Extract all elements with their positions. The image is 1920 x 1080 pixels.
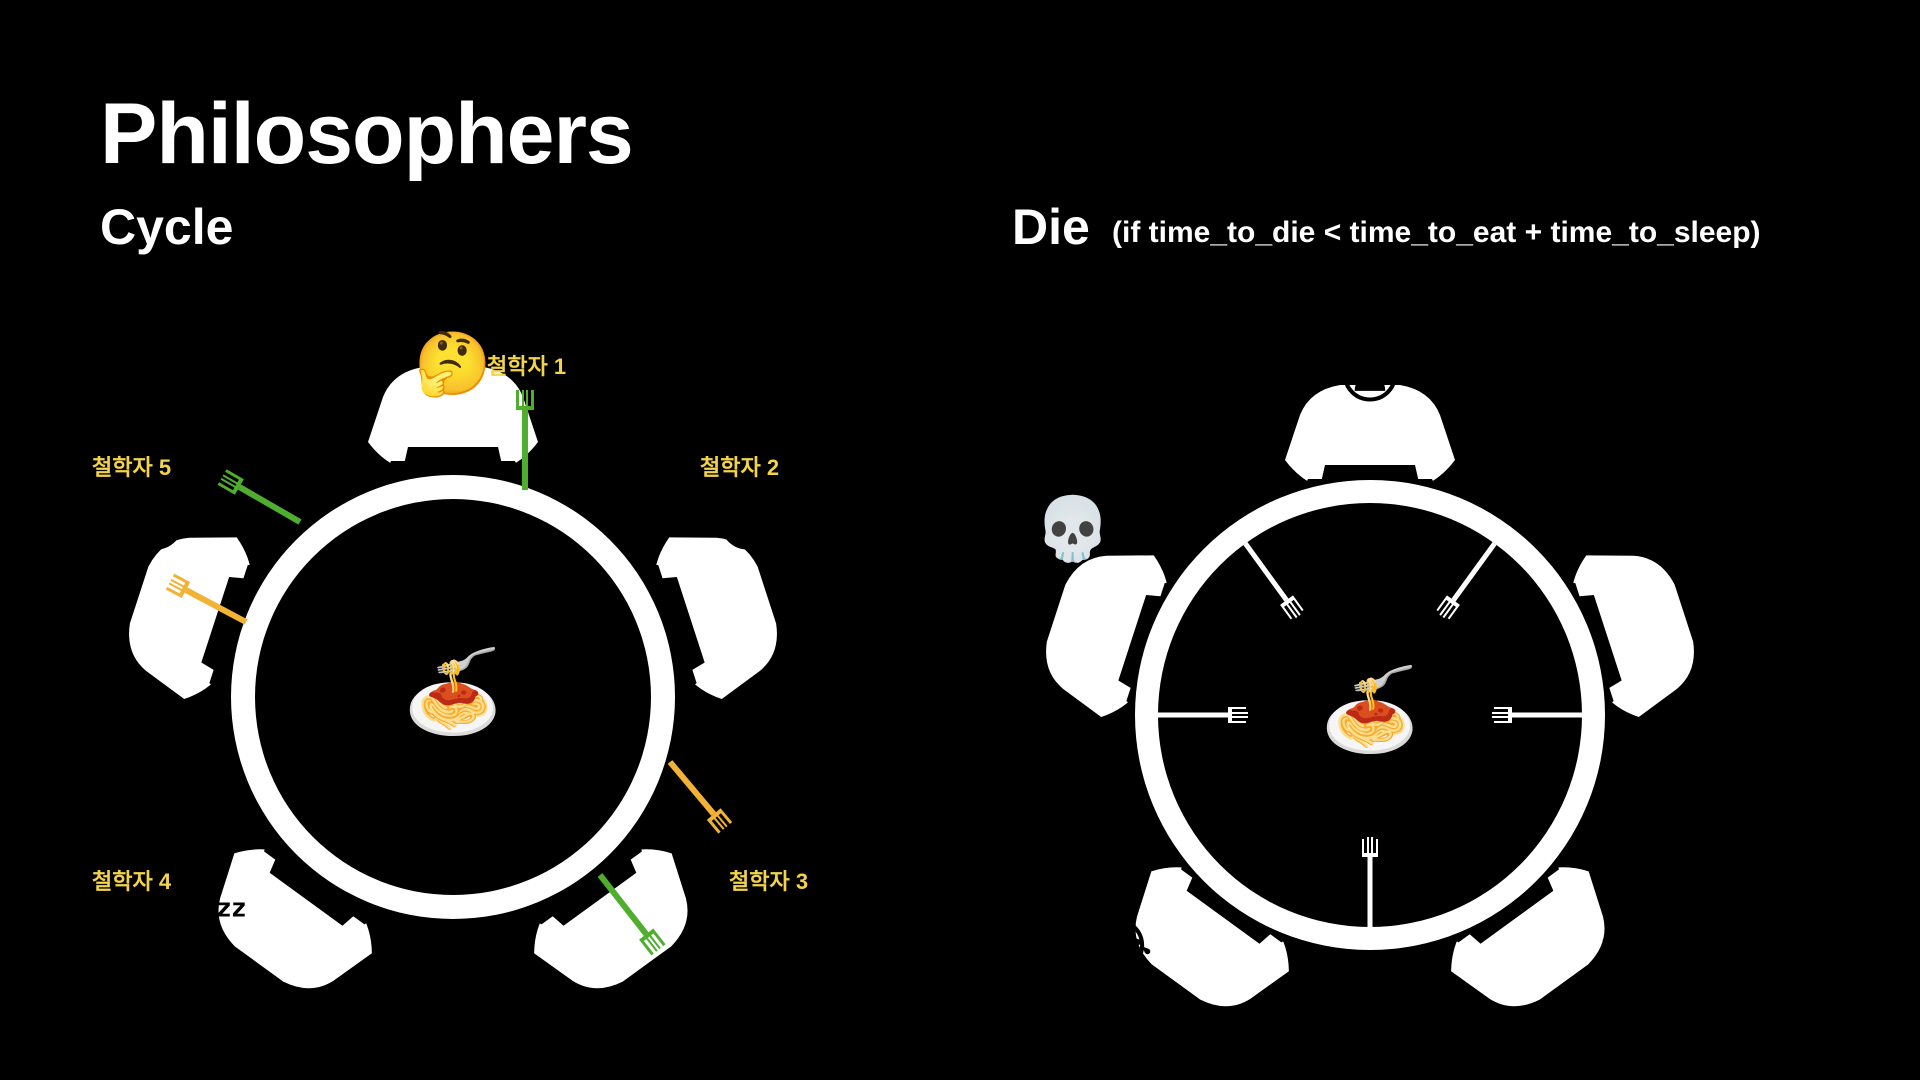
- die-philosopher-2-emoji: 😭: [1646, 497, 1718, 566]
- die-heading: Die: [1012, 199, 1090, 255]
- spaghetti-icon: 🍝: [403, 646, 503, 737]
- die-diagram: 🍝: [1029, 385, 1711, 1032]
- die-condition: (if time_to_die < time_to_eat + time_to_…: [1112, 216, 1761, 249]
- page-title: Philosophers: [100, 86, 634, 182]
- die-philosopher-4-emoji: 😭: [1081, 913, 1153, 982]
- die-philosopher-1-emoji: 😭: [1334, 342, 1406, 411]
- die-philosopher-5-emoji: 💀: [1034, 493, 1111, 564]
- cycle-forks: [165, 390, 733, 956]
- philosopher-2-label: 철학자 2: [700, 455, 779, 480]
- philosopher-1-label: 철학자 1: [487, 354, 566, 379]
- fork-green-3: [597, 873, 666, 956]
- philosopher-4-label: 철학자 4: [92, 869, 172, 894]
- philosopher-2-emoji: 😴: [715, 487, 814, 559]
- cycle-heading: Cycle: [100, 199, 234, 255]
- philosopher-3-label: 철학자 3: [729, 869, 808, 894]
- fork-orange-23: [667, 760, 733, 834]
- philosopher-5-emoji: 😋: [124, 490, 189, 559]
- fork-green-5: [217, 469, 302, 525]
- die-spaghetti-icon: 🍝: [1320, 664, 1420, 755]
- cycle-diagram: 🍝: [112, 367, 794, 1014]
- fork-green-1: [516, 390, 534, 490]
- die-philosopher-3-emoji: 😭: [1600, 902, 1672, 971]
- philosopher-3-emoji: 😋: [686, 889, 751, 958]
- philosopher-4-emoji: 😴: [148, 902, 247, 974]
- fork-orange-54: [165, 573, 248, 625]
- philosopher-5-label: 철학자 5: [92, 455, 171, 480]
- table-surface: [255, 499, 651, 895]
- die-table-surface: [1158, 503, 1582, 927]
- philosopher-1-emoji: 🤔: [414, 330, 491, 399]
